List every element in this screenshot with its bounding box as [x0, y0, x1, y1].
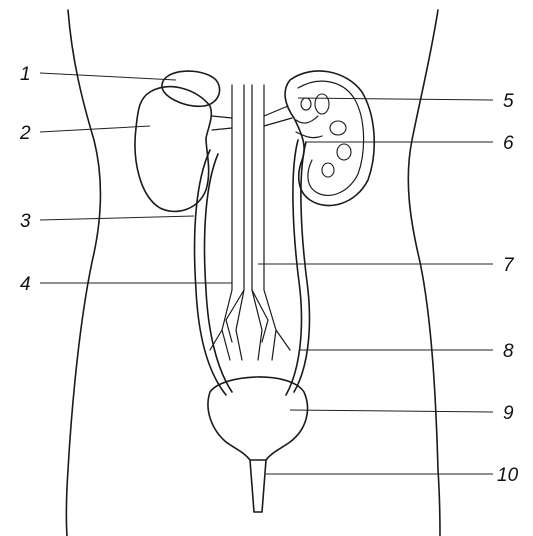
- body-left-contour: [66, 10, 100, 536]
- left-adrenal-gland: [162, 71, 220, 106]
- left-ureter-inner: [205, 154, 233, 392]
- urethra: [250, 460, 266, 512]
- great-vessels: [210, 85, 290, 360]
- label-7: 7: [503, 255, 515, 276]
- label-4: 4: [20, 274, 31, 295]
- label-8: 8: [503, 341, 514, 362]
- renal-pyramids: [301, 94, 351, 177]
- label-6: 6: [503, 133, 514, 154]
- label-2: 2: [19, 123, 31, 144]
- label-1: 1: [20, 64, 31, 85]
- label-5: 5: [503, 91, 514, 112]
- right-kidney: [285, 71, 374, 206]
- label-10: 10: [497, 465, 519, 486]
- label-3: 3: [20, 211, 31, 232]
- number-labels: 1 2 3 4 5 6 7 8 9 10: [19, 64, 519, 486]
- right-ureter-inner: [294, 142, 309, 392]
- label-9: 9: [503, 403, 514, 424]
- body-right-contour: [408, 10, 440, 536]
- left-ureter: [195, 150, 226, 395]
- renal-pelvis: [296, 116, 322, 138]
- left-kidney: [135, 87, 211, 212]
- urinary-bladder: [208, 377, 308, 460]
- leader-lines: [40, 73, 493, 474]
